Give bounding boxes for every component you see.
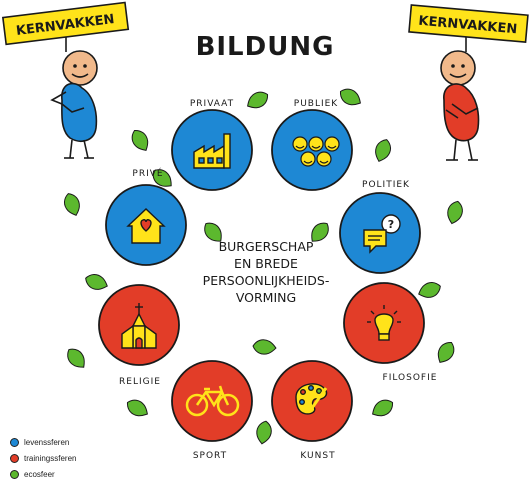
center-line-3: PERSOONLIJKHEIDS- xyxy=(203,273,330,288)
leaf-icon xyxy=(415,278,444,302)
leaf-icon xyxy=(127,126,153,155)
legend-label: trainingssferen xyxy=(24,453,77,463)
right-figure: KERNVAKKEN xyxy=(408,4,529,161)
legend-dot-green xyxy=(10,469,19,479)
svg-text:?: ? xyxy=(388,218,394,231)
sphere-label-publiek: PUBLIEK xyxy=(294,99,339,109)
diagram-title: BILDUNG xyxy=(196,32,335,62)
leaf-icon xyxy=(243,87,272,113)
sphere-label-sport: SPORT xyxy=(193,451,227,461)
sphere-label-privaat: PRIVAAT xyxy=(190,99,234,109)
leaf-icon xyxy=(433,338,459,367)
center-line-1: BURGERSCHAP xyxy=(219,239,314,254)
sphere-privaat: PRIVAAT xyxy=(171,99,253,191)
sphere-kunst: KUNST xyxy=(271,360,353,461)
speech-bubbles-icon: ? xyxy=(363,214,401,254)
center-line-2: EN BREDE xyxy=(234,256,298,271)
palette-icon xyxy=(295,383,328,415)
leaf-icon xyxy=(254,419,274,446)
legend-item-levenssferen: levenssferen xyxy=(10,434,76,450)
leaf-icon xyxy=(62,344,90,373)
sphere-label-politiek: POLITIEK xyxy=(362,180,410,190)
lightbulb-icon xyxy=(367,305,401,341)
left-sign xyxy=(1,1,130,46)
legend-item-ecosfeer: ecosfeer xyxy=(10,466,76,482)
legend-dot-red xyxy=(10,453,19,463)
center-line-4: VORMING xyxy=(236,290,296,305)
sphere-publiek: PUBLIEK xyxy=(271,99,353,191)
center-text: BURGERSCHAP EN BREDE PERSOONLIJKHEIDS- V… xyxy=(203,239,330,305)
leaf-icon xyxy=(336,84,365,110)
left-figure: KERNVAKKEN xyxy=(1,1,130,159)
bicycle-icon xyxy=(185,385,240,417)
house-heart-icon xyxy=(126,208,166,244)
leaf-icon xyxy=(60,190,84,219)
sphere-label-religie: RELIGIE xyxy=(119,377,161,387)
sphere-label-filosofie: FILOSOFIE xyxy=(383,373,438,383)
leaf-icon xyxy=(123,395,152,421)
right-sign xyxy=(408,4,529,43)
sphere-religie: RELIGIE xyxy=(98,284,180,387)
legend-item-trainingssferen: trainingssferen xyxy=(10,450,76,466)
sphere-label-kunst: KUNST xyxy=(300,451,335,461)
sphere-politiek: POLITIEK ? xyxy=(339,180,421,274)
sphere-prive: PRIVÉ xyxy=(105,167,187,266)
smiley-group-icon xyxy=(292,136,340,167)
leaf-icon xyxy=(368,395,397,421)
church-icon xyxy=(121,303,157,349)
legend-dot-blue xyxy=(10,437,19,447)
leaf-icon xyxy=(444,199,466,226)
leaf-icon xyxy=(371,136,395,165)
legend: levenssferen trainingssferen ecosfeer xyxy=(10,434,76,482)
legend-label: ecosfeer xyxy=(24,469,55,479)
sphere-filosofie: FILOSOFIE xyxy=(343,282,438,383)
sphere-sport: SPORT xyxy=(171,360,253,461)
leaf-icon xyxy=(82,270,111,294)
sphere-label-prive: PRIVÉ xyxy=(132,167,163,179)
leaf-icon xyxy=(251,338,278,356)
legend-label: levenssferen xyxy=(24,437,70,447)
factory-icon xyxy=(193,133,231,169)
